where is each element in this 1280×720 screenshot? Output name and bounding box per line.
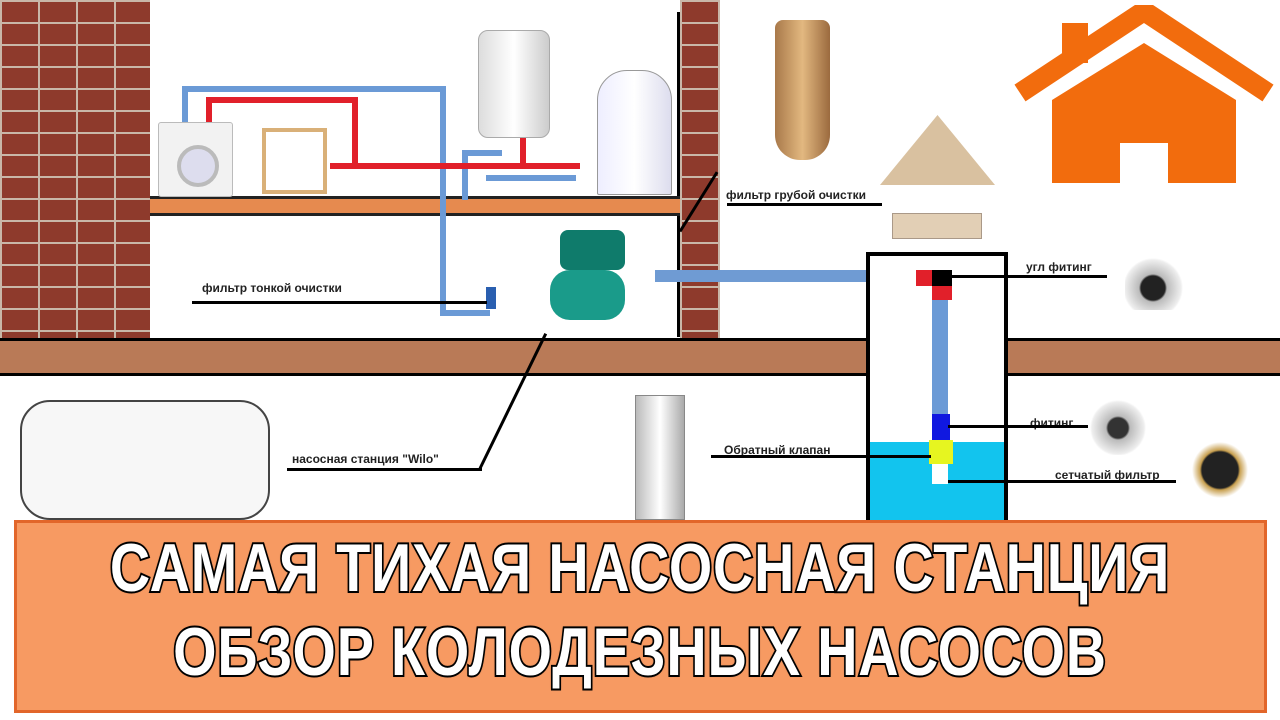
sink-cabinet (262, 128, 327, 194)
brick-wall-left (0, 0, 150, 340)
mesh-filter-image (1180, 440, 1260, 500)
angle-fitting-image (1125, 255, 1195, 310)
pipe (655, 270, 920, 282)
pipe (182, 88, 188, 128)
well-house-roof (880, 115, 995, 185)
leader-line (952, 275, 1107, 278)
pump-station-image (540, 225, 630, 325)
label-angle-fitting: угл фитинг (1026, 260, 1092, 274)
angle-fitting-mark (916, 270, 936, 286)
check-valve-image (635, 395, 685, 520)
pipe (352, 97, 358, 167)
ground-band (0, 338, 1280, 376)
washing-machine (158, 122, 233, 197)
label-check-valve: Обратный клапан (724, 443, 831, 457)
leader-line (727, 203, 882, 206)
fitting-image (1090, 395, 1170, 455)
leader-line (948, 480, 1176, 483)
pipe (206, 97, 356, 103)
label-fine-filter: фильтр тонкой очистки (202, 281, 342, 295)
leader-line (287, 468, 482, 471)
angle-fitting-mark (932, 270, 952, 286)
coarse-filter-image (775, 20, 830, 160)
pipe (206, 97, 212, 127)
pipe (330, 163, 580, 169)
brick-column (680, 0, 720, 340)
leader-line (192, 301, 487, 304)
label-coarse-filter: фильтр грубой очистки (726, 188, 866, 202)
pump-drawing (20, 400, 270, 520)
pipe (462, 150, 468, 200)
water-heater (478, 30, 550, 138)
mesh-filter-mark (932, 464, 948, 484)
well-pipe (932, 298, 948, 416)
leader-line (711, 455, 931, 458)
floor-slab (150, 196, 680, 216)
pipe (182, 86, 444, 92)
leader-line (948, 425, 1088, 428)
angle-fitting-mark (932, 286, 952, 300)
pipe (462, 150, 502, 156)
fitting-mark (932, 414, 950, 440)
check-valve-mark (929, 440, 953, 464)
pipe (486, 175, 576, 181)
house-icon (1014, 5, 1274, 183)
fine-filter-image (486, 287, 496, 309)
banner-line-1: САМАЯ ТИХАЯ НАСОСНАЯ СТАНЦИЯ (108, 528, 1171, 608)
pipe (520, 135, 526, 169)
well-winch (892, 213, 982, 239)
pipe (440, 310, 490, 316)
banner-line-2: ОБЗОР КОЛОДЕЗНЫХ НАСОСОВ (171, 612, 1107, 692)
label-pump-station: насосная станция "Wilo" (292, 452, 439, 466)
pipe (440, 86, 446, 316)
title-banner (14, 520, 1267, 713)
label-mesh-filter: сетчатый фильтр (1055, 468, 1160, 482)
shower-cabin (597, 70, 672, 195)
